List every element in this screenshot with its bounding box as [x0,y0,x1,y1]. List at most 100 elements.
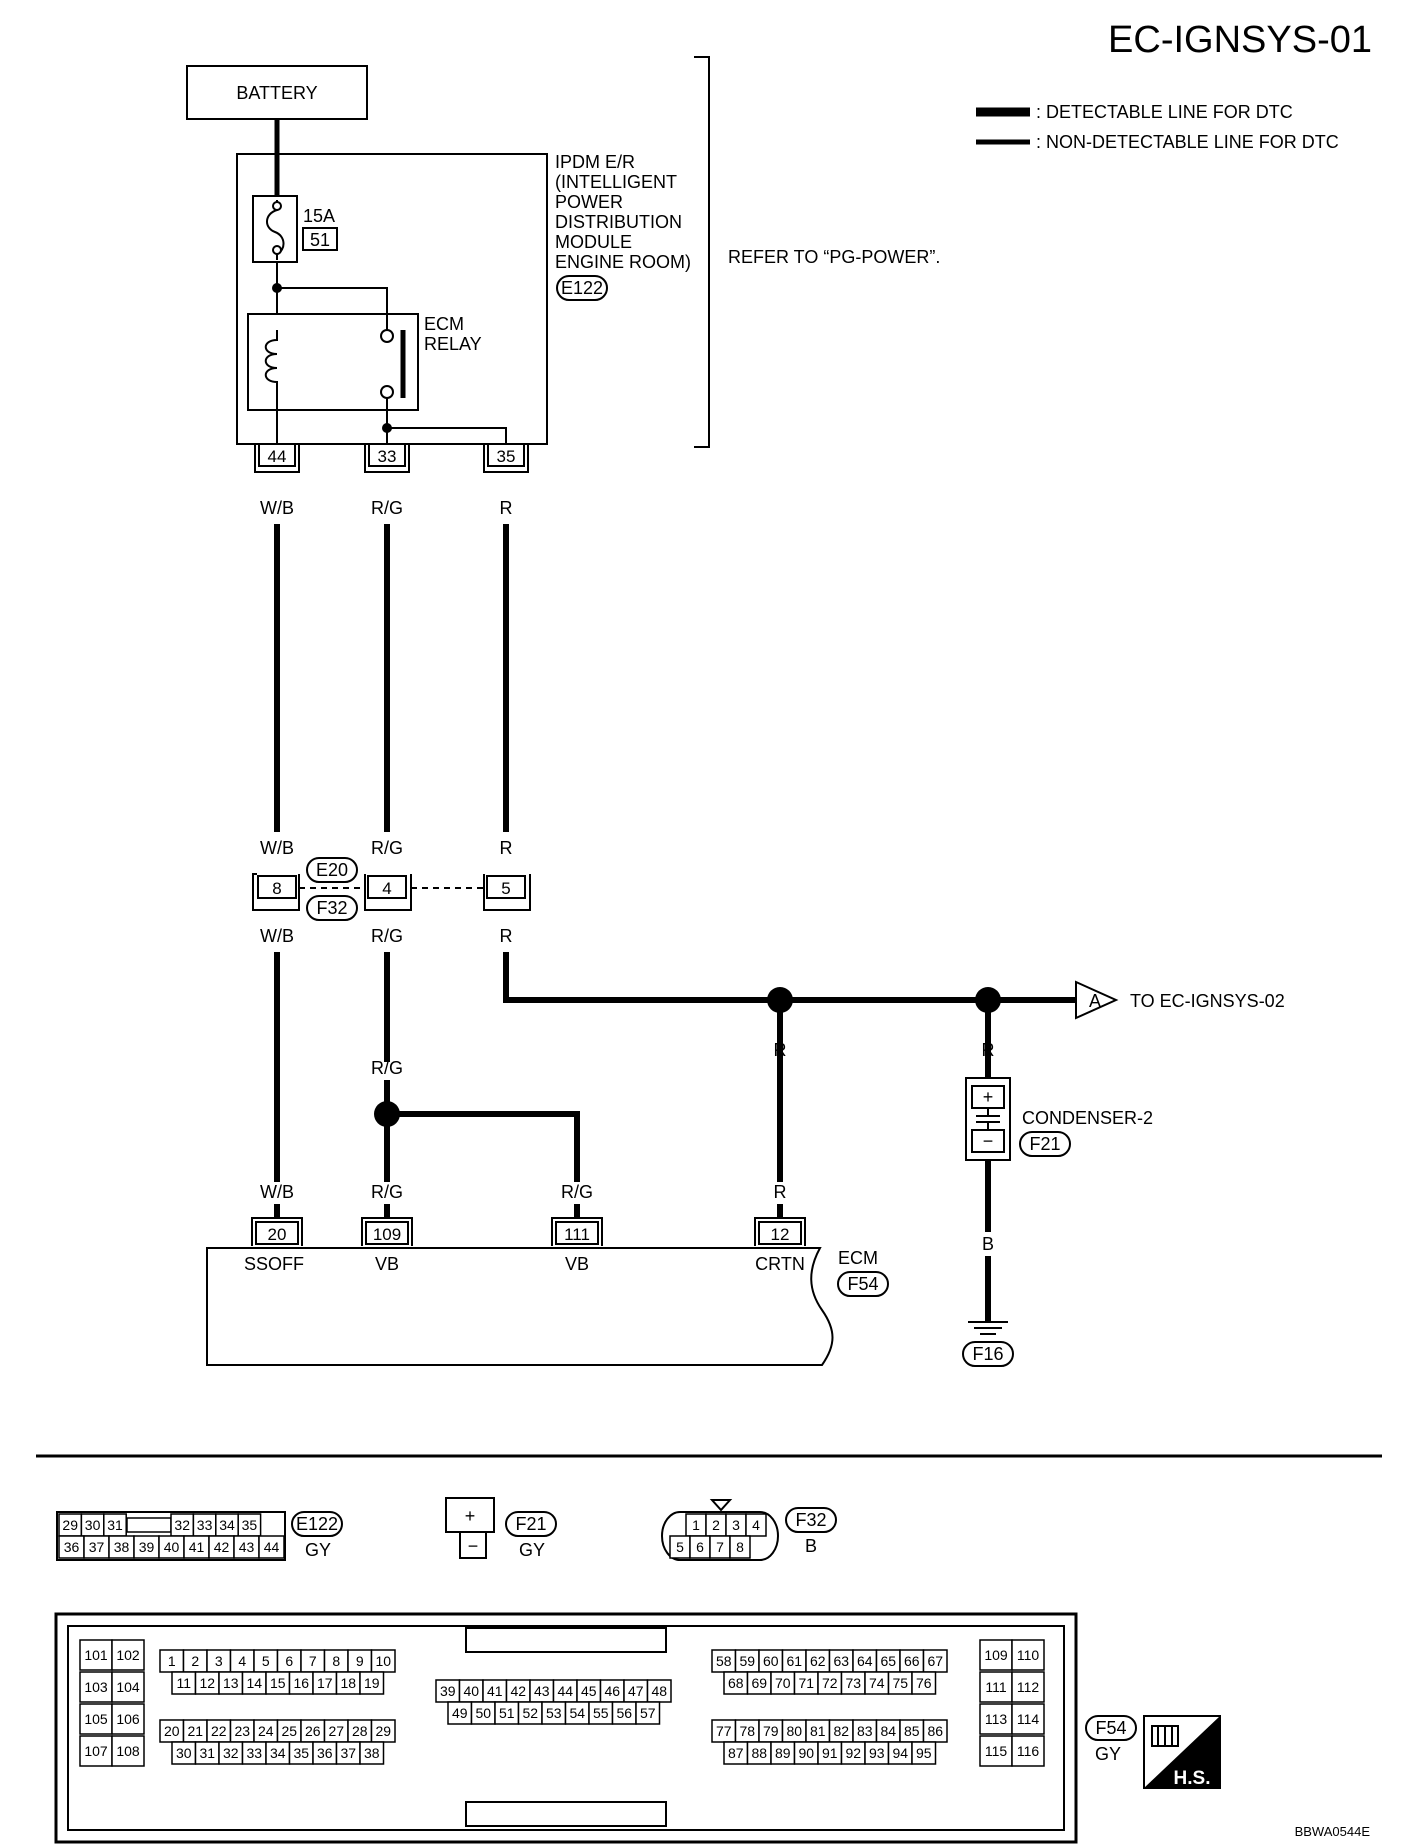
cavity: 39 [435,1679,461,1703]
ground-connector: F16 [972,1344,1003,1364]
cavity-number: 84 [880,1723,896,1739]
cavity-number: 102 [116,1647,140,1663]
refer-pg-power: REFER TO “PG-POWER”. [728,247,940,267]
cavity: 30 [171,1741,197,1765]
cavity-number: 36 [317,1745,333,1761]
cavity-number: 94 [892,1745,908,1761]
cavity: 25 [276,1719,302,1743]
cavity-number: 7 [716,1539,724,1555]
cavity: 1 [159,1649,185,1673]
cavity: 113 [979,1703,1013,1735]
cavity-number: 36 [64,1539,80,1555]
cavity-number: 26 [305,1723,321,1739]
cavity-number: 42 [510,1683,526,1699]
ipdm-terminal-33: 33 [364,443,410,473]
cavity: 105 [79,1703,113,1735]
cavity: 41 [482,1679,508,1703]
signal-label: SSOFF [244,1254,304,1274]
cavity-number: 52 [522,1705,538,1721]
cavity: 29 [370,1719,396,1743]
legend: : DETECTABLE LINE FOR DTC : NON-DETECTAB… [976,102,1339,152]
cavity: 64 [852,1649,878,1673]
cavity-number: 62 [810,1653,826,1669]
cavity-number: 33 [246,1745,262,1761]
cavity: 54 [564,1701,590,1725]
cavity: 70 [770,1671,796,1695]
signal-label: VB [565,1254,589,1274]
cavity-number: 49 [452,1705,468,1721]
joint-connector-e20-f32: 8 4 5 E20 F32 [252,857,531,921]
condenser-name: CONDENSER-2 [1022,1108,1153,1128]
cavity-number: 4 [752,1517,760,1533]
cavity: 3 [725,1513,747,1537]
cavity-number: 113 [985,1711,1008,1727]
cavity-number: 44 [264,1539,280,1555]
relay-label-1: ECM [424,314,464,334]
cavity: 61 [781,1649,807,1673]
pin-label: 8 [272,879,281,898]
cavity: 114 [1011,1703,1045,1735]
cavity: 4 [229,1649,255,1673]
cavity: 32 [170,1513,195,1537]
cavity-number: 17 [317,1675,333,1691]
pin-label: 12 [771,1225,790,1244]
cavity-number: 64 [857,1653,873,1669]
cavity: 36 [312,1741,338,1765]
cavity: 59 [734,1649,760,1673]
ecm-terminal-111: 111 VB [551,1217,603,1274]
cavity: 40 [458,1679,484,1703]
cavity: 101 [79,1639,113,1671]
ipdm-name-line-4: DISTRIBUTION [555,212,682,232]
cavity: 5 [669,1535,691,1559]
pin-label: 111 [564,1225,590,1244]
splice-point [374,1101,400,1127]
cavity: 33 [192,1513,217,1537]
cavity: 66 [899,1649,925,1673]
cavity-number: 58 [716,1653,732,1669]
blank-cavity [126,1517,172,1533]
wire-color-r: R [774,1182,787,1202]
cavity-number: 30 [176,1745,192,1761]
cavity-number: 92 [845,1745,861,1761]
cavity: 24 [253,1719,279,1743]
cavity: 84 [875,1719,901,1743]
cavity-number: 4 [238,1653,246,1669]
cavity-number: 77 [716,1723,732,1739]
cavity-number: 34 [270,1745,286,1761]
cavity-number: 112 [1017,1679,1040,1695]
fuse-rating: 15A [303,206,335,226]
cavity-number: 114 [1017,1711,1040,1727]
cavity: 75 [887,1671,913,1695]
cavity: 80 [781,1719,807,1743]
cavity-number: 108 [116,1743,140,1759]
cavity-number: 54 [569,1705,585,1721]
cavity-number: 23 [234,1723,250,1739]
cavity-number: 38 [364,1745,380,1761]
cavity: 6 [689,1535,711,1559]
cavity-number: 82 [833,1723,849,1739]
cavity: 38 [359,1741,385,1765]
cavity: 2 [705,1513,727,1537]
cavity-number: 42 [214,1539,230,1555]
cavity-number: 32 [174,1517,190,1533]
cavity: 44 [258,1535,285,1559]
cavity-number: 29 [62,1517,78,1533]
cavity-number: 31 [199,1745,215,1761]
cavity: 9 [347,1649,373,1673]
cavity-number: 35 [293,1745,309,1761]
cavity-number: 106 [116,1711,140,1727]
cavity: 35 [237,1513,262,1537]
cavity-number: 16 [293,1675,309,1691]
figure-code: BBWA0544E [1295,1824,1371,1839]
cavity-number: 8 [736,1539,744,1555]
pin-label: 33 [378,447,397,466]
cavity: 109 [979,1639,1013,1671]
cavity: 82 [828,1719,854,1743]
ecm-connector: F54 [847,1274,878,1294]
cavity-number: 66 [904,1653,920,1669]
cavity-number: 24 [258,1723,274,1739]
cavity-number: 63 [833,1653,849,1669]
cavity: 104 [111,1671,145,1703]
cavity: 86 [922,1719,948,1743]
